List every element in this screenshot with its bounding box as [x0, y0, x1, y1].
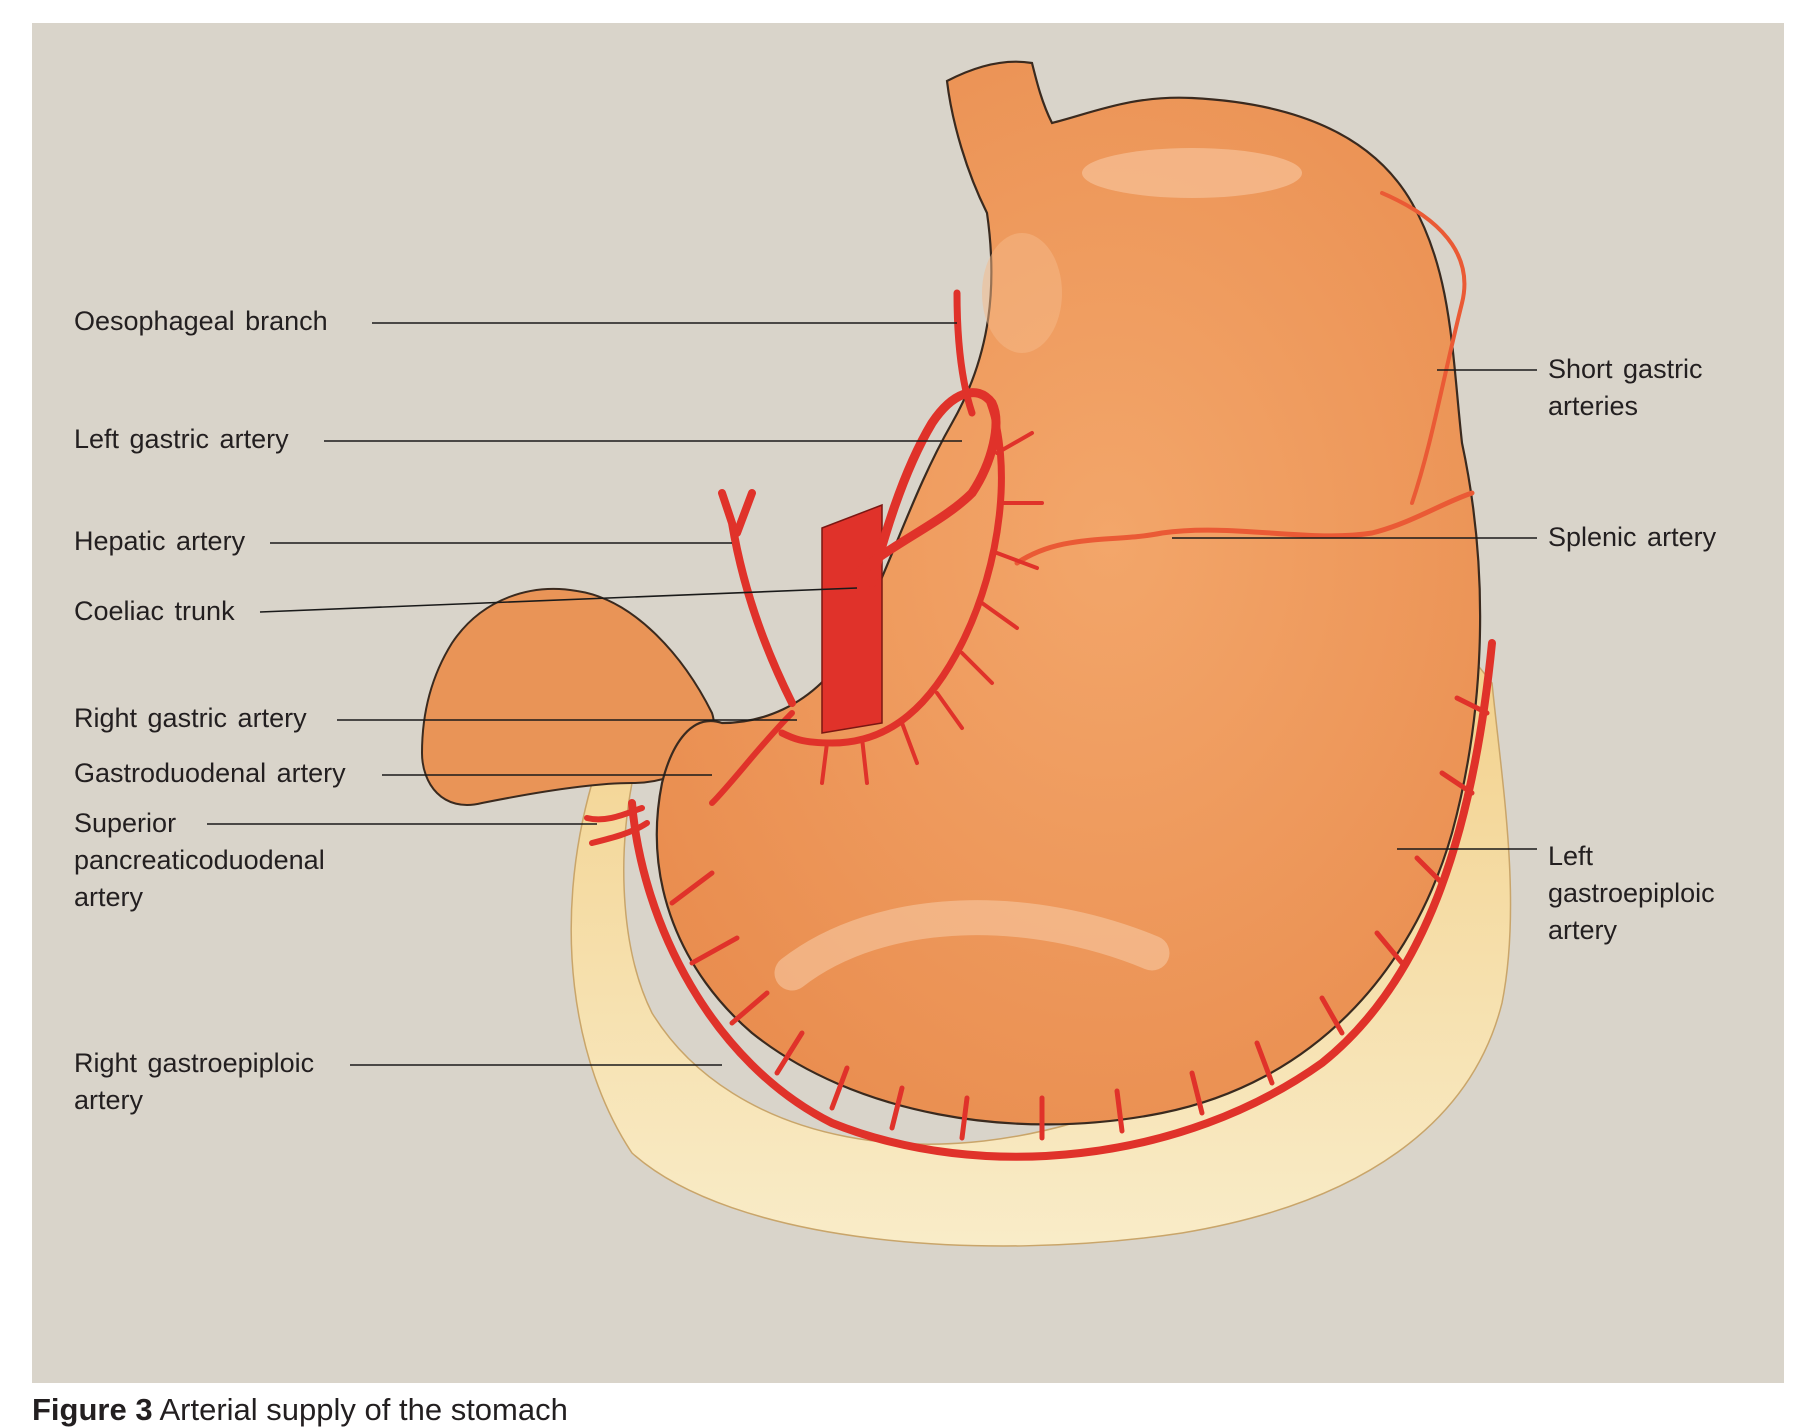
label-splenic-artery: Splenic artery — [1548, 522, 1717, 552]
label-right-gastroepiploic-artery: Right gastroepiploic artery — [74, 1048, 315, 1115]
caption-number: Figure 3 — [32, 1392, 153, 1427]
label-gastroduodenal-artery: Gastroduodenal artery — [74, 758, 346, 788]
caption-text: Arterial supply of the stomach — [152, 1392, 568, 1427]
lesser-curvature-arcade — [778, 399, 1005, 747]
short-gastric-path — [1380, 191, 1467, 505]
greater-curvature-branches — [669, 695, 1490, 1141]
gastroduodenal-artery-path — [709, 710, 795, 806]
stomach-highlight — [774, 900, 1170, 991]
lesser-curvature-branches — [820, 431, 1044, 785]
oesophageal-branch-path — [953, 289, 976, 417]
stomach-highlight — [1082, 148, 1302, 198]
aorta — [821, 503, 883, 734]
label-left-gastric-artery: Left gastric artery — [74, 424, 289, 454]
duodenum — [420, 587, 715, 806]
arteries — [584, 191, 1496, 1161]
label-coeliac-trunk: Coeliac trunk — [74, 596, 235, 626]
label-oesophageal-branch: Oesophageal branch — [74, 306, 328, 336]
figure-caption: Figure 3 Arterial supply of the stomach — [32, 1392, 568, 1428]
stomach — [655, 60, 1482, 1126]
stomach-highlight — [982, 233, 1062, 353]
leader-lines — [207, 322, 1537, 1066]
superior-pancreaticoduodenal-path — [584, 805, 650, 846]
gastroepiploic-arcade — [628, 639, 1496, 1161]
label-hepatic-artery: Hepatic artery — [74, 526, 246, 556]
splenic-artery-path — [1014, 490, 1475, 566]
stomach-illustration — [207, 60, 1537, 1247]
figure-panel: Oesophageal branch Left gastric artery H… — [32, 23, 1784, 1383]
label-short-gastric-arteries: Short gastric arteries — [1548, 354, 1703, 421]
label-left-gastroepiploic-artery: Left gastroepiploic artery — [1548, 841, 1715, 945]
label-superior-pancreaticoduodenal-artery: Superior pancreaticoduodenal artery — [74, 808, 325, 912]
hepatic-artery-path — [718, 489, 796, 707]
label-right-gastric-artery: Right gastric artery — [74, 703, 307, 733]
